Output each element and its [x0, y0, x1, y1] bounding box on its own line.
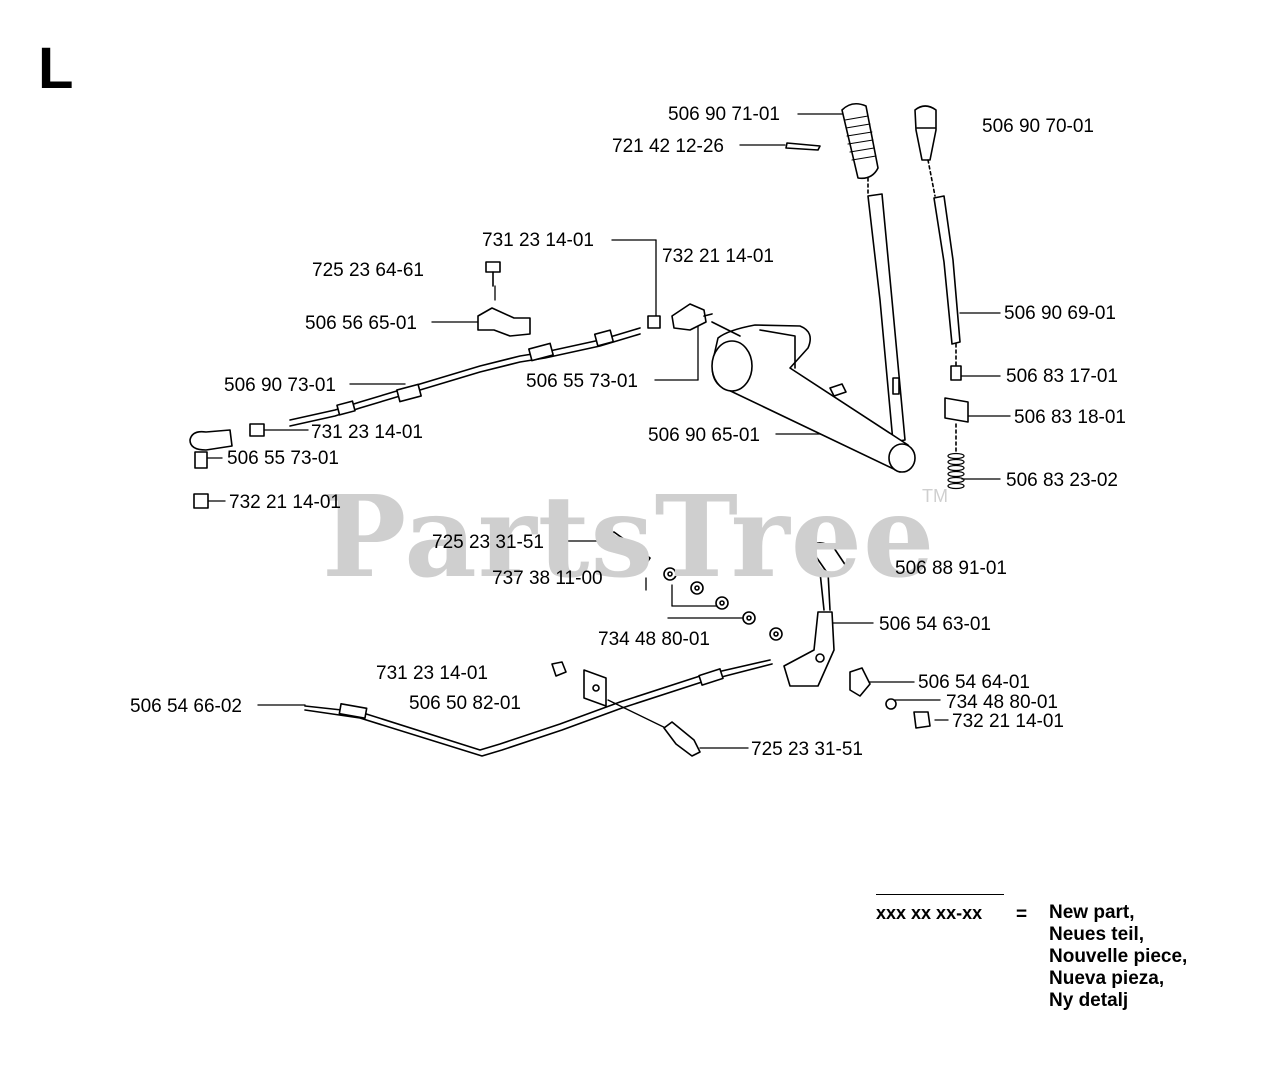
part-label[interactable]: 506 90 69-01 — [1004, 303, 1116, 324]
part-label[interactable]: 732 21 14-01 — [229, 492, 341, 513]
watermark: PartsTree — [322, 472, 936, 603]
part-label[interactable]: 734 48 80-01 — [946, 692, 1058, 713]
part-label[interactable]: 725 23 64-61 — [312, 260, 424, 281]
part-label[interactable]: 506 55 73-01 — [526, 371, 638, 392]
part-label[interactable]: 732 21 14-01 — [952, 711, 1064, 732]
legend-list: New part, Neues teil, Nouvelle piece, Nu… — [1049, 902, 1187, 1012]
part-label[interactable]: 506 90 70-01 — [982, 116, 1094, 137]
part-label[interactable]: 506 90 65-01 — [648, 425, 760, 446]
part-label[interactable]: 725 23 31-51 — [432, 532, 544, 553]
part-label[interactable]: 506 54 64-01 — [918, 672, 1030, 693]
legend-code: xxx xx xx-xx — [876, 894, 1004, 924]
lower-assembly — [304, 531, 931, 757]
main-lever — [711, 102, 916, 473]
part-label[interactable]: 734 48 80-01 — [598, 629, 710, 650]
legend-line: Nueva pieza, — [1049, 968, 1165, 989]
part-label[interactable]: 731 23 14-01 — [376, 663, 488, 684]
part-label[interactable]: 506 83 17-01 — [1006, 366, 1118, 387]
part-label[interactable]: 731 23 14-01 — [311, 422, 423, 443]
part-label[interactable]: 506 88 91-01 — [895, 558, 1007, 579]
legend-line: Nouvelle piece, — [1049, 946, 1188, 967]
part-label[interactable]: 506 54 66-02 — [130, 696, 242, 717]
part-label[interactable]: 506 54 63-01 — [879, 614, 991, 635]
legend-line: Neues teil, — [1049, 924, 1145, 945]
legend-equals: = — [1016, 904, 1028, 925]
part-label[interactable]: 506 83 23-02 — [1006, 470, 1118, 491]
part-label[interactable]: 506 83 18-01 — [1014, 407, 1126, 428]
legend-line: Ny detalj — [1049, 990, 1129, 1011]
upper-cable — [189, 261, 741, 509]
part-label[interactable]: 506 90 73-01 — [224, 375, 336, 396]
part-label[interactable]: 737 38 11-00 — [492, 568, 603, 589]
part-label[interactable]: 731 23 14-01 — [482, 230, 594, 251]
trademark: TM — [922, 486, 948, 506]
part-label[interactable]: 725 23 31-51 — [751, 739, 863, 760]
part-label[interactable]: 721 42 12-26 — [612, 136, 724, 157]
part-label[interactable]: 506 55 73-01 — [227, 448, 339, 469]
section-letter: L — [38, 36, 74, 101]
part-label[interactable]: 506 90 71-01 — [668, 104, 780, 125]
part-label[interactable]: 506 50 82-01 — [409, 693, 521, 714]
legend-line: New part, — [1049, 902, 1135, 923]
second-lever — [914, 105, 969, 490]
part-label[interactable]: 732 21 14-01 — [662, 246, 774, 267]
part-label[interactable]: 506 56 65-01 — [305, 313, 417, 334]
